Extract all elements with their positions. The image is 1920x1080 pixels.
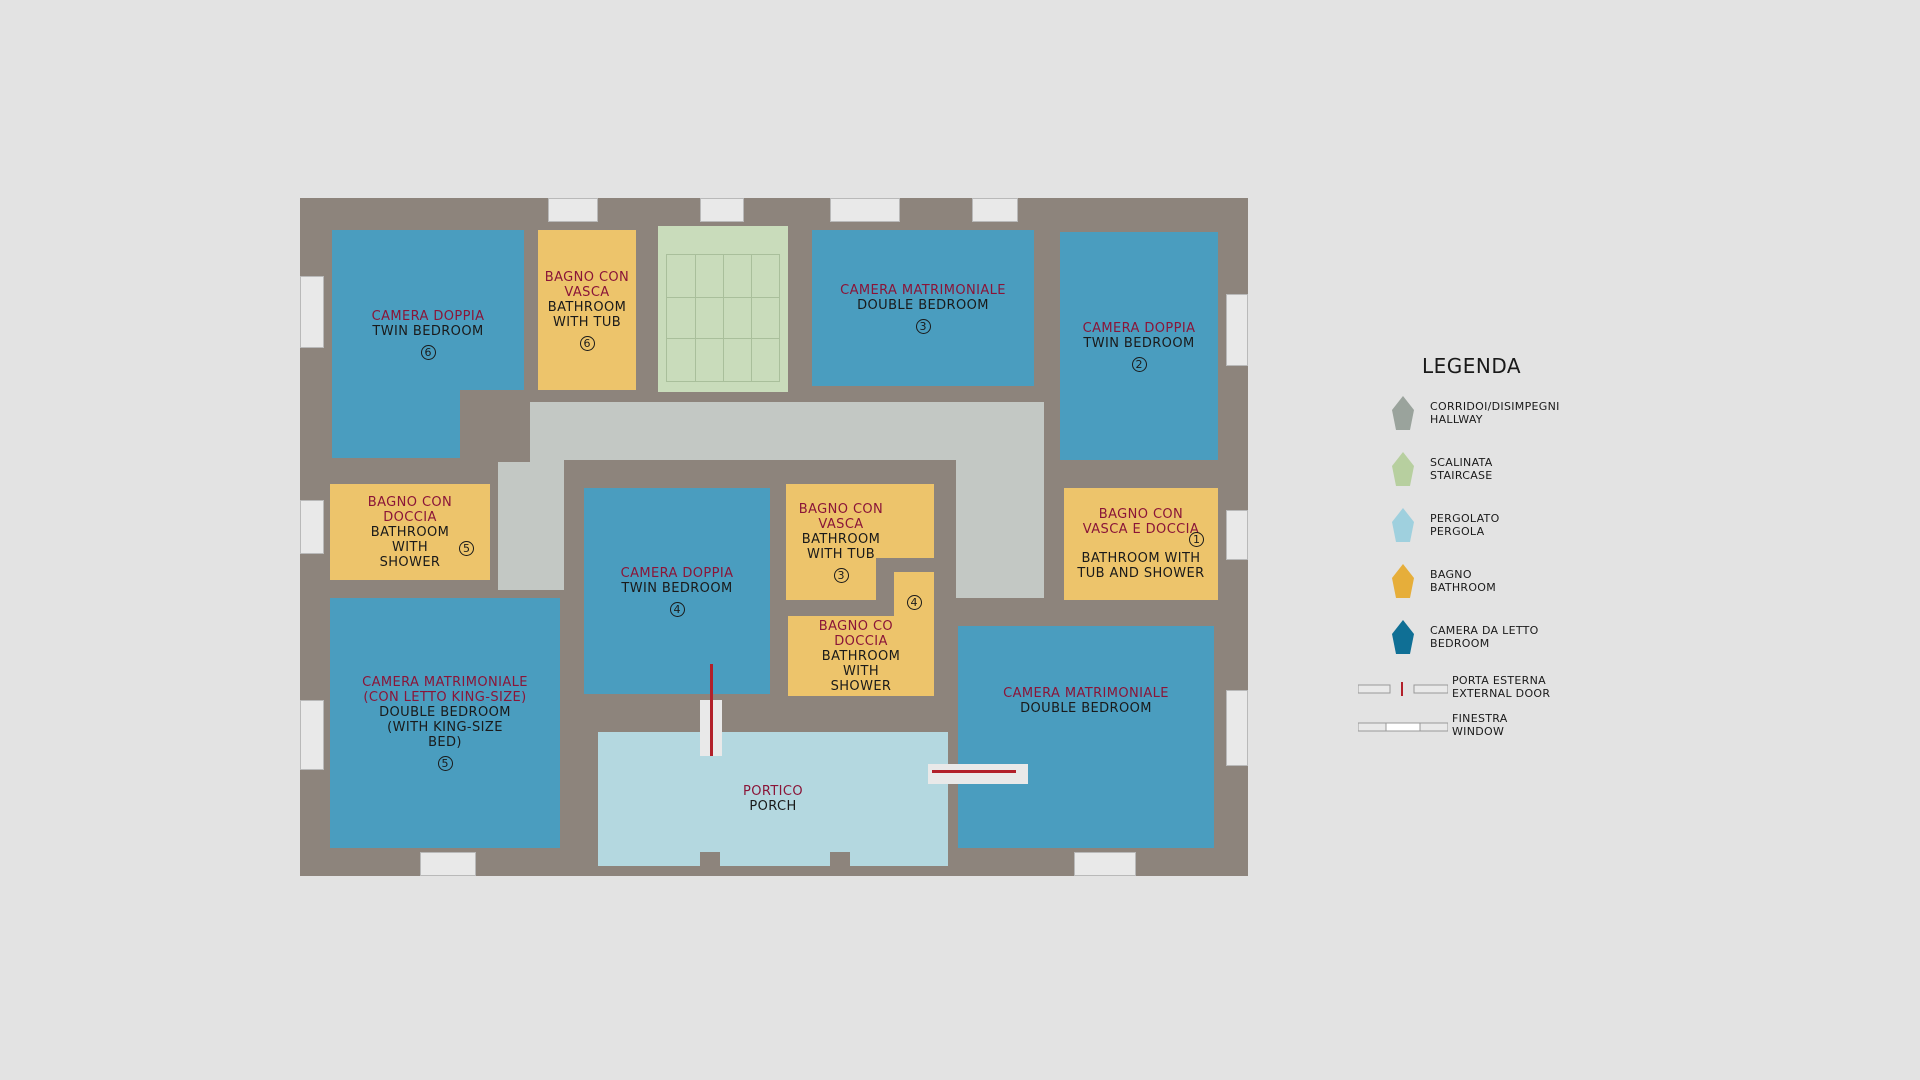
legend-swatch <box>1392 564 1414 598</box>
room-number: 4 <box>906 594 922 610</box>
window-symbol <box>1358 722 1448 732</box>
legend-swatch <box>1392 620 1414 654</box>
room-label-it: CAMERA MATRIMONIALE <box>840 282 1006 298</box>
room-double-bedroom-5: CAMERA MATRIMONIALE (CON LETTO KING-SIZE… <box>330 598 560 848</box>
room-label-en: TWIN BEDROOM <box>372 323 484 339</box>
legend-swatch <box>1392 508 1414 542</box>
room-number: 3 <box>833 567 849 583</box>
external-door <box>932 770 1016 773</box>
window <box>830 198 900 222</box>
room-label-en: DOUBLE BEDROOM <box>857 297 989 313</box>
window <box>1226 690 1248 766</box>
door-opening <box>928 764 1028 784</box>
room-label-en: BATHROOM WITH TUB <box>547 299 627 330</box>
hallway-right <box>956 440 1044 598</box>
room-number: 4 <box>669 601 685 617</box>
staircase <box>658 226 788 392</box>
room-number: 6 <box>420 344 436 360</box>
hallway-left <box>498 440 564 590</box>
room-label-it: CAMERA DOPPIA <box>371 308 485 324</box>
external-door-symbol <box>1358 682 1448 696</box>
wall-notch <box>460 390 530 462</box>
room-bathroom-tub-6: BAGNO CON VASCA BATHROOM WITH TUB 6 <box>538 230 636 390</box>
room-label-en: DOUBLE BEDROOM <box>1020 701 1152 716</box>
window <box>300 500 324 554</box>
room-number: 1 <box>1189 532 1204 547</box>
window <box>300 700 324 770</box>
room-bathroom-shower-5: BAGNO CON DOCCIA BATHROOM WITH SHOWER 5 <box>330 484 490 580</box>
room-double-bedroom-3: CAMERA MATRIMONIALE DOUBLE BEDROOM 3 <box>812 230 1034 386</box>
hallway-main <box>478 402 1044 460</box>
room-number: 2 <box>1131 356 1147 372</box>
room-label-it: BAGNO CON DOCCIA <box>818 618 904 649</box>
window <box>1074 852 1136 876</box>
room-label-it: CAMERA MATRIMONIALE <box>1003 686 1169 701</box>
room-label-it: CAMERA MATRIMONIALE (CON LETTO KING-SIZE… <box>362 675 528 705</box>
room-label-it: BAGNO CON VASCA <box>544 269 630 300</box>
room-label-en: DOUBLE BEDROOM (WITH KING-SIZE BED) <box>379 705 511 750</box>
pillar <box>700 852 720 876</box>
stair-steps <box>666 254 780 382</box>
window <box>1226 294 1248 366</box>
room-twin-bedroom-4: CAMERA DOPPIA TWIN BEDROOM 4 <box>584 488 770 694</box>
room-label-it: BAGNO CON VASCA <box>798 501 884 532</box>
legend-swatch <box>1392 396 1414 430</box>
room-label-en: TWIN BEDROOM <box>621 580 733 596</box>
room-number: 6 <box>579 335 595 351</box>
legend-title: LEGENDA <box>1422 354 1522 378</box>
window <box>1226 510 1248 560</box>
external-door <box>710 664 713 756</box>
room-twin-bedroom-2: CAMERA DOPPIA TWIN BEDROOM 2 <box>1060 232 1218 460</box>
window <box>548 198 598 222</box>
room-label-it: CAMERA DOPPIA <box>1082 320 1196 336</box>
room-label-en: BATHROOM WITH SHOWER <box>370 524 450 570</box>
room-label-it: CAMERA DOPPIA <box>620 565 734 581</box>
room-label-it: BAGNO CON DOCCIA <box>367 494 453 525</box>
room-number: 3 <box>915 318 931 334</box>
room-label-en: TWIN BEDROOM <box>1083 335 1195 351</box>
window <box>972 198 1018 222</box>
room-label-en: PORCH <box>749 799 797 814</box>
legend-swatch <box>1392 452 1414 486</box>
room-label-it: BAGNO CON VASCA E DOCCIA <box>1082 507 1200 537</box>
room-bathroom-shower-4: BAGNO CON DOCCIA BATHROOM WITH SHOWER <box>788 616 934 696</box>
pillar <box>830 852 850 876</box>
room-double-bedroom-1-ext <box>992 760 1214 848</box>
room-number: 5 <box>437 756 453 771</box>
room-porch: PORTICO PORCH <box>598 732 948 866</box>
room-label-en: BATHROOM WITH TUB <box>801 531 881 562</box>
room-number: 5 <box>459 541 474 556</box>
window <box>300 276 324 348</box>
room-label-it: PORTICO <box>742 784 804 799</box>
room-label-en: BATHROOM WITH TUB AND SHOWER <box>1077 551 1205 581</box>
room-bathroom-tub-shower-1: BAGNO CON VASCA E DOCCIA BATHROOM WITH T… <box>1064 488 1218 600</box>
window <box>420 852 476 876</box>
window <box>700 198 744 222</box>
room-bathroom-shower-4-ext: 4 <box>894 572 934 632</box>
room-label-en: BATHROOM WITH SHOWER <box>821 648 901 694</box>
